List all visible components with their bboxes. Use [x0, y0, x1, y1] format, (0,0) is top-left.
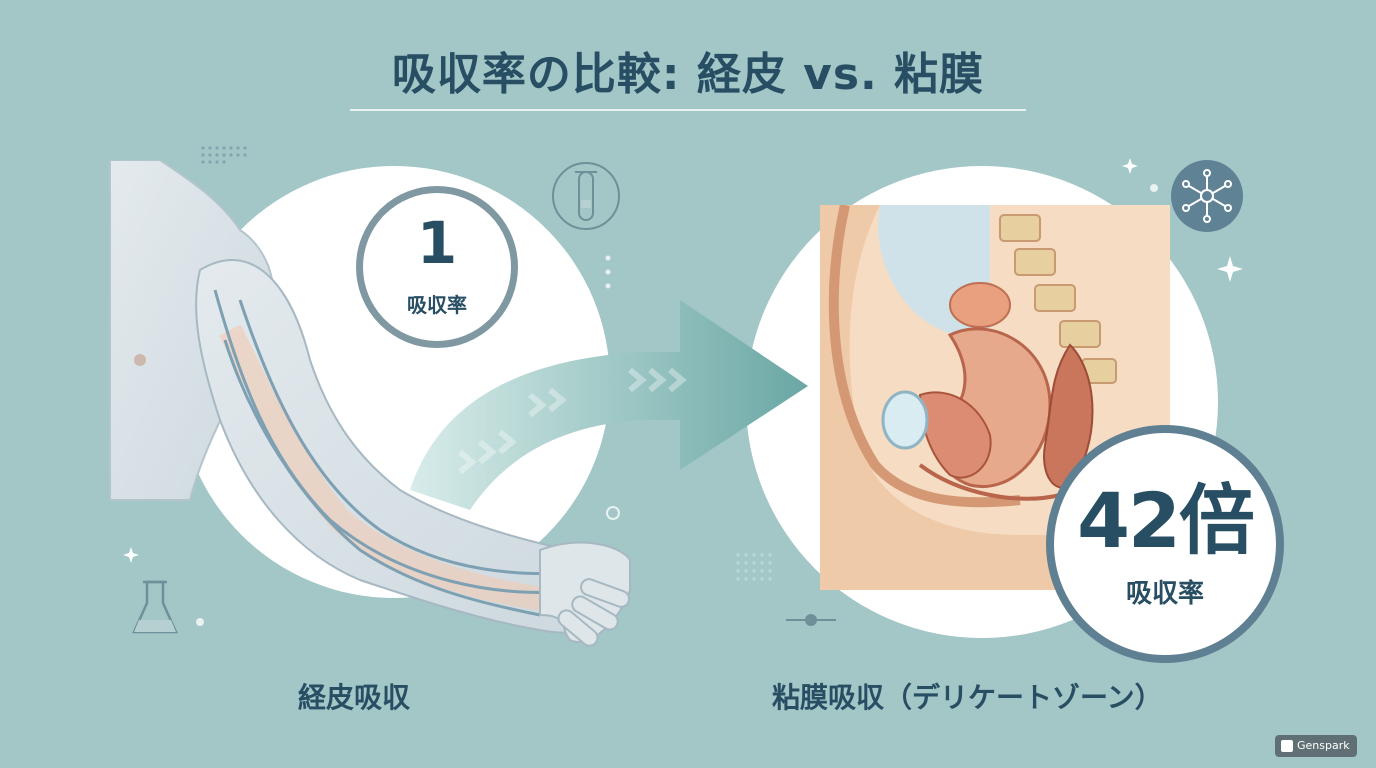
dot-column [605, 255, 611, 289]
dot-decoration [1150, 184, 1158, 192]
rate-label: 吸収率 [407, 293, 467, 317]
watermark-text: Genspark [1297, 739, 1350, 752]
transfer-arrow [410, 300, 808, 510]
ring-decoration [606, 506, 620, 520]
page-title: 吸収率の比較: 経皮 vs. 粘膜 [391, 49, 985, 100]
absorption-rate-badge-mucosa: 42倍 吸収率 [1046, 425, 1284, 663]
test-tube-icon [552, 162, 620, 230]
flask-icon [132, 580, 178, 634]
sparkle-icon [123, 547, 139, 563]
connector-decoration [786, 614, 836, 626]
absorption-rate-badge-skin: 1 吸収率 [356, 186, 518, 348]
logo-icon [1281, 740, 1293, 752]
sparkle-icon [1217, 256, 1243, 282]
nipple [134, 354, 146, 366]
sparkle-icon [1122, 158, 1138, 174]
caption-mucosal: 粘膜吸収（デリケートゾーン） [772, 681, 1163, 714]
molecule-icon [1171, 160, 1243, 232]
title-underline [350, 109, 1026, 111]
watermark-badge: Genspark [1275, 735, 1357, 757]
arm-illustration [109, 160, 632, 647]
rate-value: 42倍 [1077, 476, 1255, 565]
rate-label: 吸収率 [1125, 579, 1204, 609]
dot-decoration [196, 618, 204, 626]
dot-grid-icon [201, 146, 247, 164]
caption-transdermal: 経皮吸収 [298, 681, 411, 714]
rate-value: 1 [416, 209, 458, 277]
dot-grid-icon [736, 553, 772, 581]
